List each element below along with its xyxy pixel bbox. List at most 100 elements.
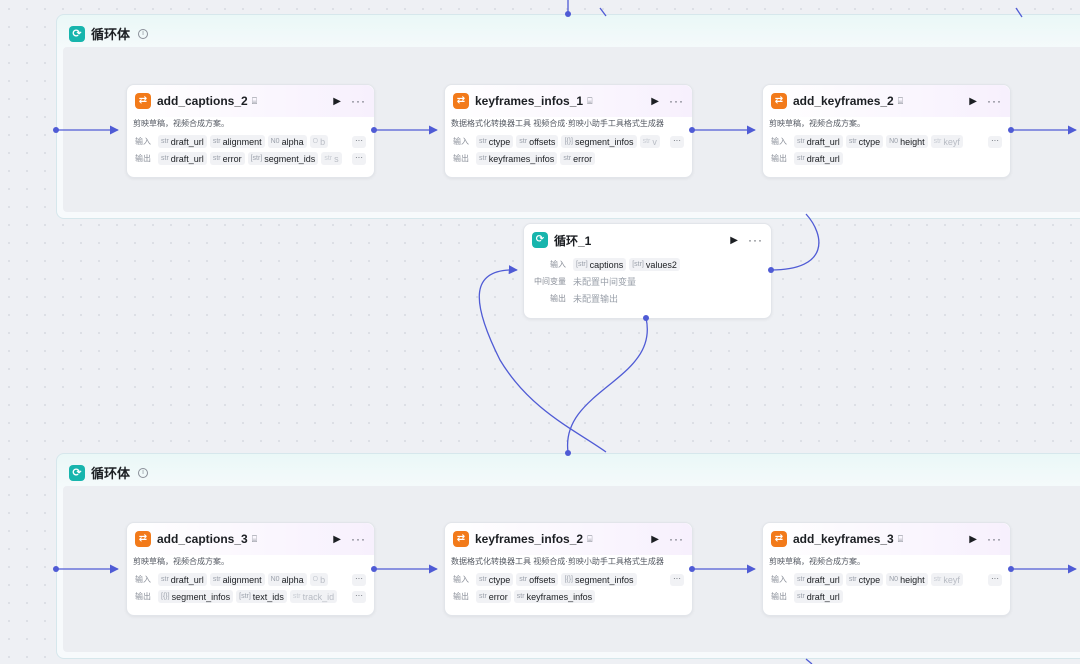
row-label: 输入 xyxy=(453,575,469,584)
play-icon[interactable]: ▶ xyxy=(969,95,977,107)
more-params-button[interactable]: ··· xyxy=(988,135,1002,148)
node-title: add_captions_2 xyxy=(157,94,248,108)
type-icon: str xyxy=(797,138,805,145)
more-params-button[interactable]: ··· xyxy=(988,573,1002,586)
edge xyxy=(567,317,648,453)
more-icon[interactable]: ··· xyxy=(987,94,1002,108)
param-name: ctype xyxy=(858,574,881,585)
play-icon[interactable]: ▶ xyxy=(333,95,341,107)
node-keyframes-infos-2[interactable]: ⇄keyframes_infos_2⌸▶···数据格式化转换器工具 视频合成·剪… xyxy=(444,522,693,616)
row-label: 输入 xyxy=(771,575,787,584)
more-params-button[interactable]: ··· xyxy=(352,135,366,148)
plugin-icon: ⇄ xyxy=(771,93,787,109)
param-chip: [str]values2 xyxy=(629,258,680,271)
node-description: 剪映草稿，视频合成方案。 xyxy=(133,119,229,128)
more-icon[interactable]: ··· xyxy=(351,532,366,546)
row-label: 输入 xyxy=(453,137,469,146)
node-header[interactable]: ⇄add_keyframes_3⌸▶··· xyxy=(763,523,1010,555)
param-name: alpha xyxy=(281,574,304,585)
node-header[interactable]: ⟳循环_1▶··· xyxy=(524,224,771,256)
param-name: segment_infos xyxy=(575,574,634,585)
node-description: 数据格式化转换器工具 视频合成·剪映小助手工具格式生成器 xyxy=(451,119,664,128)
more-params-button[interactable]: ··· xyxy=(352,573,366,586)
play-icon[interactable]: ▶ xyxy=(969,533,977,545)
play-icon[interactable]: ▶ xyxy=(651,533,659,545)
type-icon: [{}] xyxy=(564,576,574,583)
more-icon[interactable]: ··· xyxy=(669,94,684,108)
param-name: segment_infos xyxy=(171,591,231,602)
info-icon[interactable]: i xyxy=(138,28,149,39)
type-icon: [{}] xyxy=(564,138,574,145)
loop-frame-title: 循环体 xyxy=(91,27,131,42)
row-label: 中间变量 xyxy=(534,277,566,286)
node-header[interactable]: ⇄ add_keyframes_2⌸ ▶ ··· xyxy=(763,85,1010,117)
param-name: draft_url xyxy=(170,153,204,164)
node-input-row: 输入[str]captions[str]values2 xyxy=(524,256,771,273)
more-params-button[interactable]: ··· xyxy=(352,590,366,603)
param-name: keyframes_infos xyxy=(526,591,593,602)
more-icon[interactable]: ··· xyxy=(351,94,366,108)
param-name: offsets xyxy=(529,136,556,147)
type-icon: str xyxy=(519,138,528,145)
storage-icon: ⌸ xyxy=(251,533,258,544)
plugin-icon: ⇄ xyxy=(135,531,151,547)
node-description: 剪映草稿，视频合成方案。 xyxy=(769,119,865,128)
node-header[interactable]: ⇄keyframes_infos_1⌸▶··· xyxy=(445,85,692,117)
more-icon[interactable]: ··· xyxy=(669,532,684,546)
more-icon[interactable]: ··· xyxy=(987,532,1002,546)
row-label: 输出 xyxy=(453,154,469,163)
param-name: captions xyxy=(589,259,624,270)
row-label: 输出 xyxy=(135,154,151,163)
more-params-button[interactable]: ··· xyxy=(670,135,684,148)
node-header[interactable]: ⇄add_captions_2⌸▶··· xyxy=(127,85,374,117)
param-name: alpha xyxy=(281,136,304,147)
param-name: text_ids xyxy=(252,591,284,602)
param-name: keyf xyxy=(943,574,960,585)
type-icon: N0 xyxy=(270,576,280,583)
more-params-button[interactable]: ··· xyxy=(670,573,684,586)
node-title: keyframes_infos_2 xyxy=(475,532,584,546)
type-icon: str xyxy=(933,576,942,583)
param-name: alignment xyxy=(222,136,262,147)
type-icon: str xyxy=(212,155,221,162)
node-title: keyframes_infos_1 xyxy=(475,94,584,108)
info-icon[interactable]: i xyxy=(138,467,149,478)
storage-icon: ⌸ xyxy=(897,95,904,106)
play-icon[interactable]: ▶ xyxy=(651,95,659,107)
type-icon: [str] xyxy=(250,155,263,162)
node-header[interactable]: ⇄add_captions_3⌸▶··· xyxy=(127,523,374,555)
param-name: track_id xyxy=(302,591,335,602)
storage-icon: ⌸ xyxy=(587,533,593,544)
type-icon: str xyxy=(516,593,525,600)
param-name: height xyxy=(900,136,925,147)
more-icon[interactable]: ··· xyxy=(748,233,763,247)
node-title: add_keyframes_2 xyxy=(793,94,894,108)
param-chip: [str]captions xyxy=(573,258,627,271)
node-header[interactable]: ⇄keyframes_infos_2⌸▶··· xyxy=(445,523,692,555)
param-name: b xyxy=(320,574,326,585)
play-icon[interactable]: ▶ xyxy=(333,533,341,545)
param-name: ctype xyxy=(858,136,881,147)
param-name: error xyxy=(573,153,593,164)
node-keyframes-infos-1[interactable]: ⇄keyframes_infos_1⌸▶···数据格式化转换器工具 视频合成·剪… xyxy=(444,84,693,178)
play-icon[interactable]: ▶ xyxy=(730,234,738,246)
more-params-button[interactable]: ··· xyxy=(352,152,366,165)
